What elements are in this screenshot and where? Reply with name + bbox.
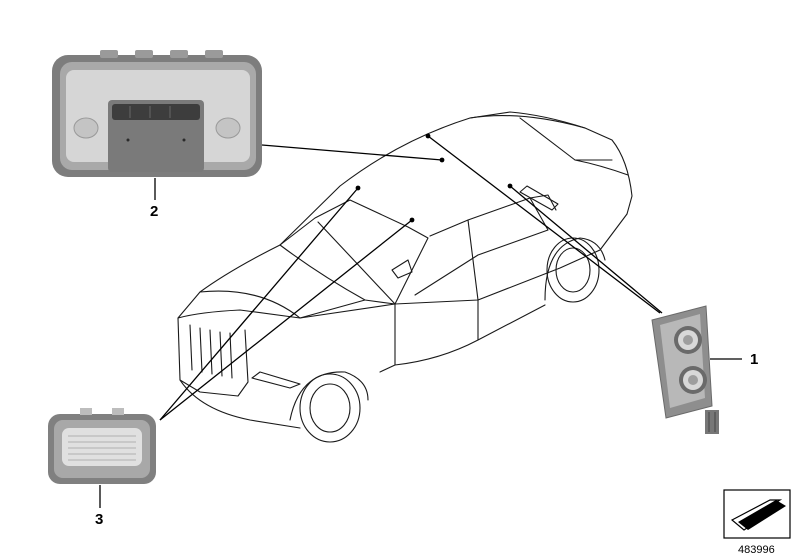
leader-line-part-1-a xyxy=(427,135,661,314)
leader-dot xyxy=(507,183,513,189)
leader-dots xyxy=(355,133,513,223)
callout-1: 1 xyxy=(750,351,758,368)
leader-dot xyxy=(355,185,361,191)
leader-line-part-3-b xyxy=(159,219,413,421)
part-1-twin-light[interactable] xyxy=(651,305,719,434)
leader-dot xyxy=(425,133,431,139)
part-2-roof-light[interactable] xyxy=(52,50,262,177)
callout-2: 2 xyxy=(150,203,158,220)
callout-3: 3 xyxy=(95,511,103,528)
vehicle-outline xyxy=(177,111,633,443)
leader-line-part-3-a xyxy=(159,187,359,421)
reference-arrow-icon xyxy=(723,489,791,539)
leader-line-part-1-b xyxy=(509,185,663,314)
leader-dot xyxy=(439,157,445,163)
leader-dot xyxy=(409,217,415,223)
document-number: 483996 xyxy=(738,544,775,556)
leader-lines xyxy=(99,135,742,508)
leader-line-part-2 xyxy=(261,144,443,161)
part-3-courtesy-light[interactable] xyxy=(48,408,156,484)
